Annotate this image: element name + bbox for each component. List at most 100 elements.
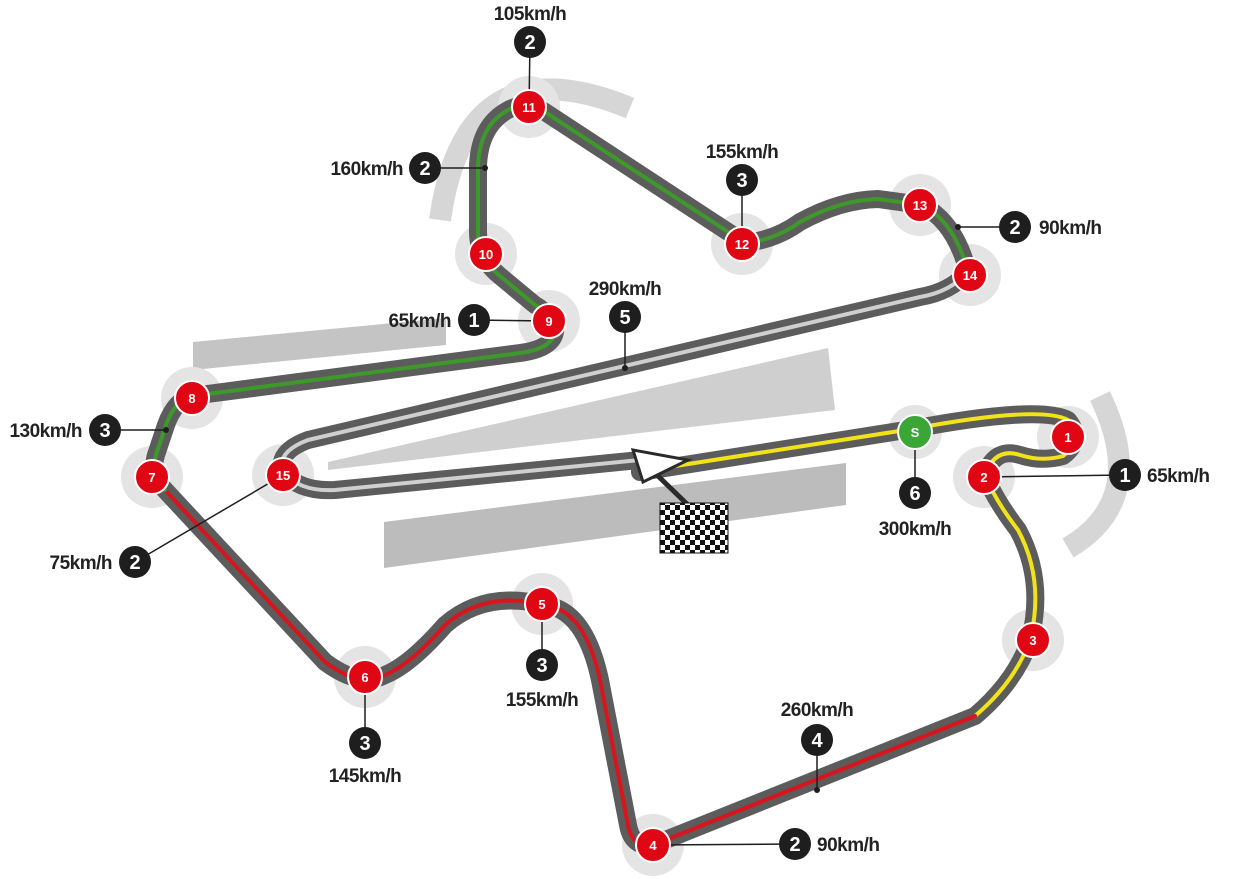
speed-callout: 3 130km/h bbox=[9, 414, 169, 446]
speed-callout: 5 290km/h bbox=[589, 279, 662, 371]
gear-number: 2 bbox=[419, 158, 430, 180]
turn-number: 13 bbox=[913, 198, 927, 213]
turn-circle bbox=[1050, 419, 1086, 455]
turn-number: 5 bbox=[538, 597, 545, 612]
turn-circle bbox=[347, 659, 383, 695]
speed-callout: 2 90km/h bbox=[955, 211, 1102, 243]
gear-number: 3 bbox=[736, 170, 747, 192]
infrastructure bbox=[193, 318, 846, 568]
turn-marker-14: 14 bbox=[952, 257, 988, 293]
speed-label: 145km/h bbox=[329, 766, 402, 787]
gear-badge bbox=[89, 414, 121, 446]
speed-label: 90km/h bbox=[1039, 218, 1101, 239]
turn-circle bbox=[952, 257, 988, 293]
start-label: S bbox=[911, 425, 920, 440]
turn-marker-7: 7 bbox=[134, 459, 170, 495]
turn-marker-8: 8 bbox=[174, 380, 210, 416]
turn-circle bbox=[902, 187, 938, 223]
main-straight-line bbox=[279, 270, 970, 493]
speed-label: 300km/h bbox=[879, 519, 952, 540]
speed-callout: 6 300km/h bbox=[879, 429, 952, 540]
turn-number: 10 bbox=[479, 247, 493, 262]
building-top-left bbox=[193, 318, 446, 370]
pit-building bbox=[384, 463, 846, 568]
turn-marker-1: 1 bbox=[1050, 419, 1086, 455]
leader-dot bbox=[163, 427, 169, 433]
turn-number: 8 bbox=[188, 391, 195, 406]
speed-label: 155km/h bbox=[506, 690, 579, 711]
callout-leader bbox=[652, 843, 796, 846]
turn-circle bbox=[174, 380, 210, 416]
turn-marker-10: 10 bbox=[468, 236, 504, 272]
finish-arrow bbox=[630, 448, 693, 485]
speed-label: 75km/h bbox=[50, 553, 112, 574]
speed-label: 65km/h bbox=[1147, 466, 1209, 487]
turn-marker-3: 3 bbox=[1015, 622, 1051, 658]
turn-circle bbox=[524, 586, 560, 622]
leader-dot bbox=[622, 365, 628, 371]
speed-callout: 1 65km/h bbox=[389, 304, 552, 336]
speed-label: 105km/h bbox=[494, 4, 567, 25]
leader-dot bbox=[814, 787, 820, 793]
leader-dot bbox=[955, 224, 961, 230]
turn-number: 4 bbox=[649, 838, 657, 853]
gear-badge bbox=[526, 649, 558, 681]
turn-marker-9: 9 bbox=[531, 303, 567, 339]
gear-number: 1 bbox=[468, 310, 479, 332]
turn-marker-5: 5 bbox=[524, 586, 560, 622]
gear-number: 6 bbox=[909, 483, 920, 505]
gear-number: 2 bbox=[1009, 217, 1020, 239]
turn-number: 9 bbox=[545, 314, 552, 329]
checkered-flag bbox=[659, 502, 729, 554]
gear-number: 5 bbox=[619, 307, 630, 329]
finish-line-marker bbox=[630, 448, 729, 554]
gear-badge bbox=[726, 164, 758, 196]
speed-callout: 2 75km/h bbox=[50, 472, 286, 578]
gear-number: 3 bbox=[99, 420, 110, 442]
speed-label: 160km/h bbox=[330, 159, 403, 180]
gear-badge bbox=[119, 546, 151, 578]
turn-circle bbox=[724, 226, 760, 262]
turn-number: 6 bbox=[361, 670, 368, 685]
turn-circle bbox=[265, 457, 301, 493]
turn-number: 7 bbox=[148, 470, 155, 485]
gear-badge bbox=[899, 477, 931, 509]
turn-number: 14 bbox=[963, 268, 978, 283]
turn-number: 15 bbox=[276, 468, 290, 483]
speed-label: 65km/h bbox=[389, 311, 451, 332]
speed-label: 260km/h bbox=[781, 700, 854, 721]
gear-badge bbox=[349, 727, 381, 759]
turn-marker-11: 11 bbox=[511, 89, 547, 125]
turn-circle bbox=[966, 459, 1002, 495]
speed-label: 90km/h bbox=[817, 835, 879, 856]
turn-marker-13: 13 bbox=[902, 187, 938, 223]
turn-circle bbox=[134, 459, 170, 495]
turn-marker-2: 2 bbox=[966, 459, 1002, 495]
turn-circle bbox=[635, 827, 671, 863]
turn-circle bbox=[511, 89, 547, 125]
gear-badge bbox=[779, 828, 811, 860]
leader-dot bbox=[482, 165, 488, 171]
speed-label: 130km/h bbox=[9, 421, 82, 442]
turn-circle bbox=[531, 303, 567, 339]
callout-leader bbox=[134, 474, 284, 563]
gear-number: 4 bbox=[811, 730, 823, 752]
turn-circle bbox=[1015, 622, 1051, 658]
gear-badge bbox=[609, 301, 641, 333]
gear-number: 2 bbox=[129, 552, 140, 574]
start-marker: S bbox=[897, 414, 933, 450]
speed-label: 290km/h bbox=[589, 279, 662, 300]
gear-badge bbox=[999, 211, 1031, 243]
turn-number: 11 bbox=[522, 100, 536, 115]
sector-2-line bbox=[163, 488, 977, 848]
gear-number: 3 bbox=[536, 655, 547, 677]
turn-circle bbox=[468, 236, 504, 272]
speed-callout: 4 260km/h bbox=[781, 700, 854, 793]
turn-number: 2 bbox=[980, 470, 987, 485]
gear-badge bbox=[514, 26, 546, 58]
